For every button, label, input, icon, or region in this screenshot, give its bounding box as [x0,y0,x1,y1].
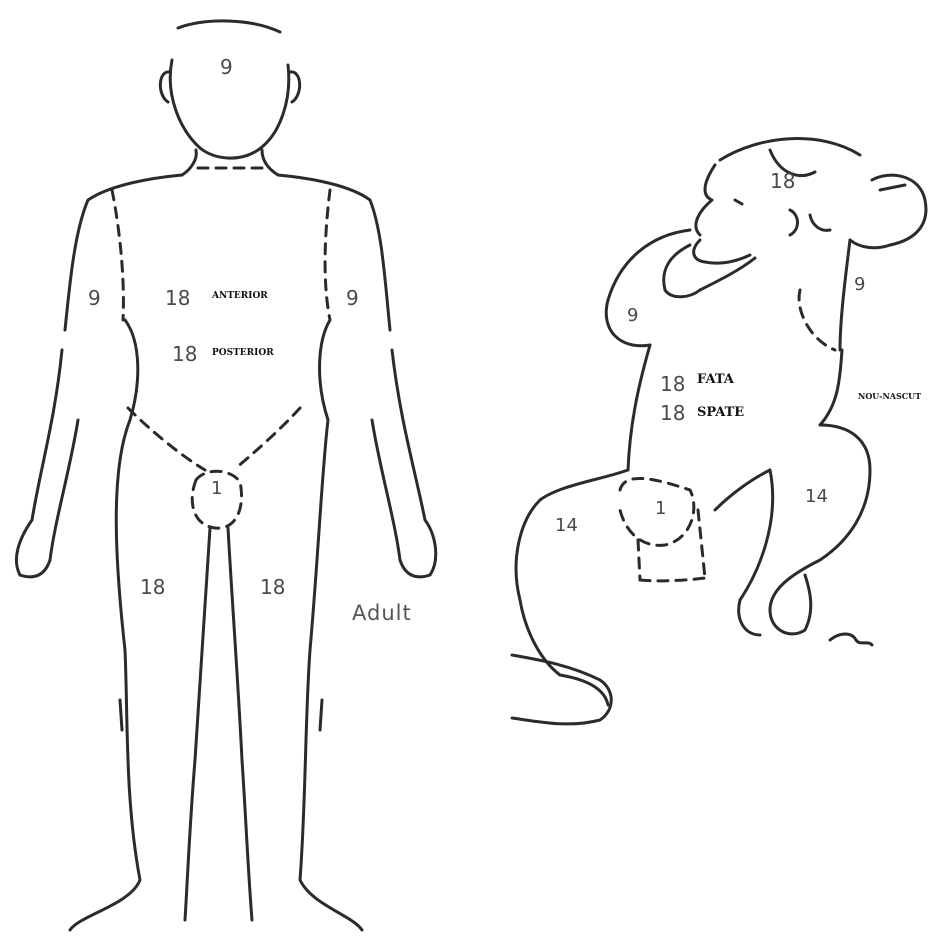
newborn-right-arm-percent: 9 [854,276,865,294]
newborn-caption: NOU-NASCUT [858,392,921,400]
newborn-trunk-back-percent: 18 [660,403,685,423]
adult-trunk-posterior-percent: 18 [172,344,197,364]
signature-mark [830,634,872,645]
newborn-trunk-back-label: SPATE [697,406,744,419]
adult-left-leg-percent: 18 [140,577,165,597]
newborn-perineum-percent: 1 [655,500,666,518]
adult-perineum-percent: 1 [211,480,222,498]
newborn-left-leg-percent: 14 [555,517,578,535]
adult-head-percent: 9 [220,57,233,77]
adult-right-leg-percent: 18 [260,577,285,597]
adult-left-arm-percent: 9 [88,288,101,308]
adult-caption: Adult [352,603,412,624]
newborn-left-arm-percent: 9 [627,307,638,325]
newborn-head-percent: 18 [770,171,795,191]
adult-trunk-anterior-label: ANTERIOR [212,292,268,301]
newborn-trunk-front-label: FATA [697,373,734,386]
adult-trunk-posterior-label: POSTERIOR [212,349,274,358]
newborn-right-leg-percent: 14 [805,488,828,506]
adult-right-arm-percent: 9 [346,288,359,308]
adult-trunk-anterior-percent: 18 [165,288,190,308]
newborn-trunk-front-percent: 18 [660,374,685,394]
